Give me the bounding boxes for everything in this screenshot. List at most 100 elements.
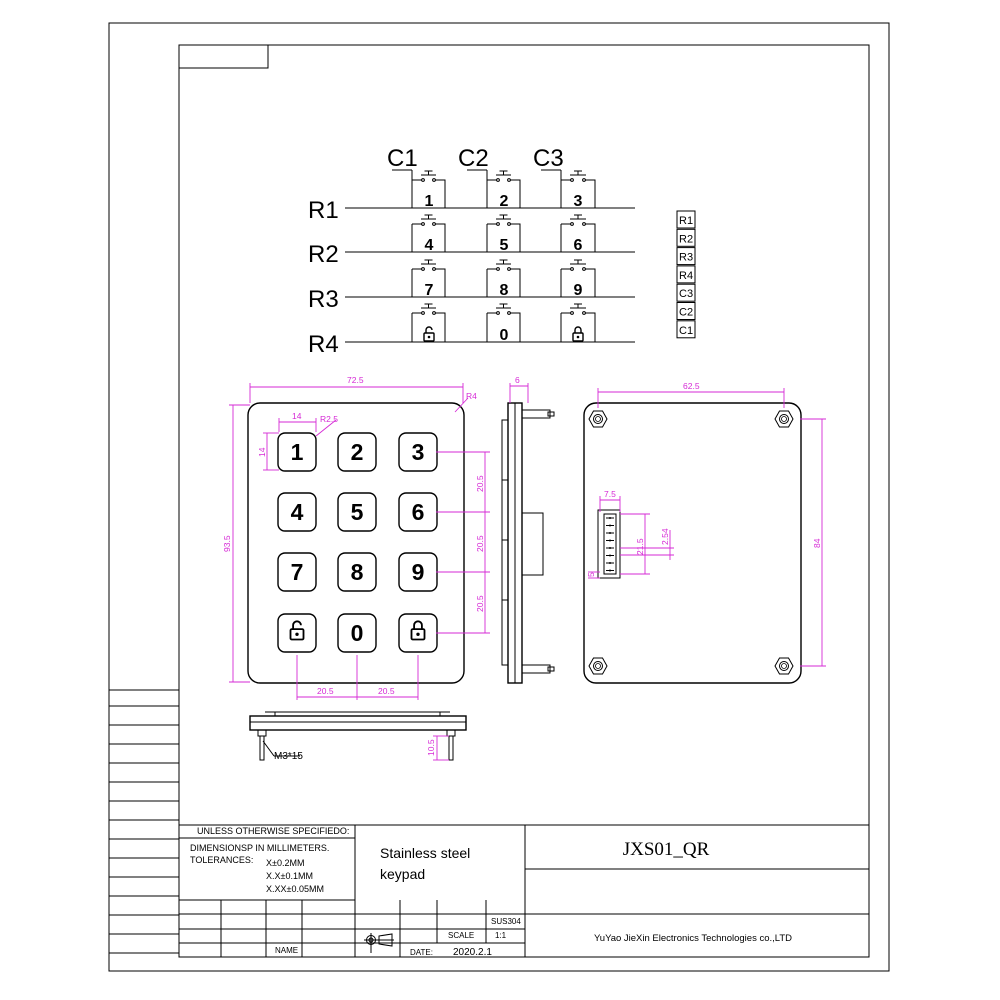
stud-label: M3*15 bbox=[274, 751, 303, 762]
column-label: C2 bbox=[458, 145, 489, 172]
dimensions-note: DIMENSIONSP IN MILLIMETERS. bbox=[190, 843, 329, 853]
schematic-key-label: 8 bbox=[500, 282, 509, 299]
description-line-1: Stainless steel bbox=[380, 845, 470, 861]
keypad-key[interactable]: 9 bbox=[398, 552, 438, 592]
schematic-key-label: 6 bbox=[574, 237, 583, 254]
pin-label: R3 bbox=[679, 252, 693, 264]
lock-open-icon bbox=[423, 326, 435, 342]
dim-height: 93.5 bbox=[222, 535, 232, 552]
lock-open-icon bbox=[289, 620, 305, 641]
dim-col-pitch: 20.5 bbox=[378, 686, 395, 696]
scale-value: 1:1 bbox=[495, 931, 507, 940]
company-name: YuYao JieXin Electronics Technologies co… bbox=[594, 933, 792, 944]
keypad-key[interactable]: 1 bbox=[277, 432, 317, 472]
key-label: 5 bbox=[351, 499, 364, 525]
keypad-key[interactable]: 5 bbox=[337, 492, 377, 532]
keypad-key[interactable] bbox=[277, 613, 317, 653]
dim-key-height: 14 bbox=[257, 447, 267, 457]
key-label: 2 bbox=[351, 439, 364, 465]
keypad-key[interactable]: 8 bbox=[337, 552, 377, 592]
notes-header: UNLESS OTHERWISE SPECIFIEDO: bbox=[197, 826, 349, 836]
column-label: C3 bbox=[533, 145, 564, 172]
bottom-view: M3*15 10.5 bbox=[249, 711, 467, 762]
dim-hole-spacing-h: 84 bbox=[812, 538, 822, 548]
corner-box bbox=[178, 44, 269, 69]
tolerance-1: X±0.2MM bbox=[266, 858, 304, 868]
key-label: 0 bbox=[351, 620, 364, 646]
dim-edge-offset: 5 bbox=[586, 572, 596, 577]
projection-symbol bbox=[364, 933, 394, 953]
schematic-key-label: 7 bbox=[425, 282, 434, 299]
schematic-key-label: 2 bbox=[500, 193, 509, 210]
key-label: 7 bbox=[291, 559, 304, 585]
key-label: 6 bbox=[412, 499, 425, 525]
description-line-2: keypad bbox=[380, 866, 425, 882]
dim-width: 72.5 bbox=[347, 375, 364, 385]
keypad-key[interactable]: 6 bbox=[398, 492, 438, 532]
keypad-key[interactable]: 4 bbox=[277, 492, 317, 532]
outer-border bbox=[108, 22, 890, 972]
row-label: R3 bbox=[308, 286, 339, 313]
key-label: 3 bbox=[412, 439, 425, 465]
tolerances-label: TOLERANCES: bbox=[190, 855, 253, 865]
revision-strip bbox=[109, 689, 179, 954]
keypad-key[interactable]: 3 bbox=[398, 432, 438, 472]
schematic-key-label: 1 bbox=[425, 193, 434, 210]
dim-pin-pitch: 2.54 bbox=[660, 528, 670, 545]
pin-label: C1 bbox=[679, 325, 693, 337]
pin-label: R4 bbox=[679, 270, 693, 282]
dim-key-radius: R2.5 bbox=[320, 414, 338, 424]
schematic-key-label: 4 bbox=[425, 237, 434, 254]
dim-thickness: 6 bbox=[515, 375, 520, 385]
key-label: 9 bbox=[412, 559, 425, 585]
side-view: 6 bbox=[501, 375, 555, 684]
pin-label: C3 bbox=[679, 288, 693, 300]
schematic-key-label: 0 bbox=[500, 327, 509, 344]
dim-hole-spacing-w: 62.5 bbox=[683, 381, 700, 391]
keypad-plate bbox=[247, 402, 465, 684]
keypad-schematic: C1 C2 C3 R1 1 2 3R2 4 5 6R3 7 8 9R4 0 bbox=[308, 145, 635, 358]
date-label: DATE: bbox=[410, 948, 433, 957]
tolerance-2: X.X±0.1MM bbox=[266, 871, 313, 881]
key-label: 4 bbox=[291, 499, 304, 525]
date-value: 2020.2.1 bbox=[453, 947, 492, 958]
lock-closed-icon bbox=[572, 326, 584, 342]
rear-connector bbox=[597, 509, 621, 579]
dim-stud-length: 10.5 bbox=[426, 739, 436, 756]
pin-label: C2 bbox=[679, 307, 693, 319]
column-label: C1 bbox=[387, 145, 418, 172]
rear-view: 62.5 84 7.5 21.5 2.54 5 bbox=[583, 381, 826, 684]
schematic-key-label: 9 bbox=[574, 282, 583, 299]
schematic-key-label: 3 bbox=[574, 193, 583, 210]
pin-label: R1 bbox=[679, 215, 693, 227]
scale-label: SCALE bbox=[448, 931, 474, 940]
row-label: R2 bbox=[308, 241, 339, 268]
keypad-key[interactable]: 2 bbox=[337, 432, 377, 472]
dim-row-pitch: 20.5 bbox=[475, 595, 485, 612]
keypad-key[interactable]: 0 bbox=[337, 613, 377, 653]
dim-corner-radius: R4 bbox=[466, 391, 477, 401]
keypad-key[interactable] bbox=[398, 613, 438, 653]
lock-closed-icon bbox=[410, 620, 426, 641]
name-label: NAME bbox=[275, 946, 298, 955]
key-label: 1 bbox=[291, 439, 304, 465]
part-number: JXS01_QR bbox=[623, 839, 710, 860]
material: SUS304 bbox=[491, 917, 521, 926]
keypad-key[interactable]: 7 bbox=[277, 552, 317, 592]
dim-row-pitch: 20.5 bbox=[475, 475, 485, 492]
dim-key-width: 14 bbox=[292, 411, 302, 421]
row-label: R1 bbox=[308, 197, 339, 224]
dim-col-pitch: 20.5 bbox=[317, 686, 334, 696]
schematic-key-label: 5 bbox=[500, 237, 509, 254]
dim-row-pitch: 20.5 bbox=[475, 535, 485, 552]
pin-label: R2 bbox=[679, 233, 693, 245]
inner-border bbox=[178, 44, 870, 958]
dim-connector-width: 7.5 bbox=[604, 489, 616, 499]
tolerance-3: X.XX±0.05MM bbox=[266, 884, 324, 894]
key-label: 8 bbox=[351, 559, 364, 585]
row-label: R4 bbox=[308, 331, 339, 358]
dim-connector-length: 21.5 bbox=[635, 538, 645, 555]
